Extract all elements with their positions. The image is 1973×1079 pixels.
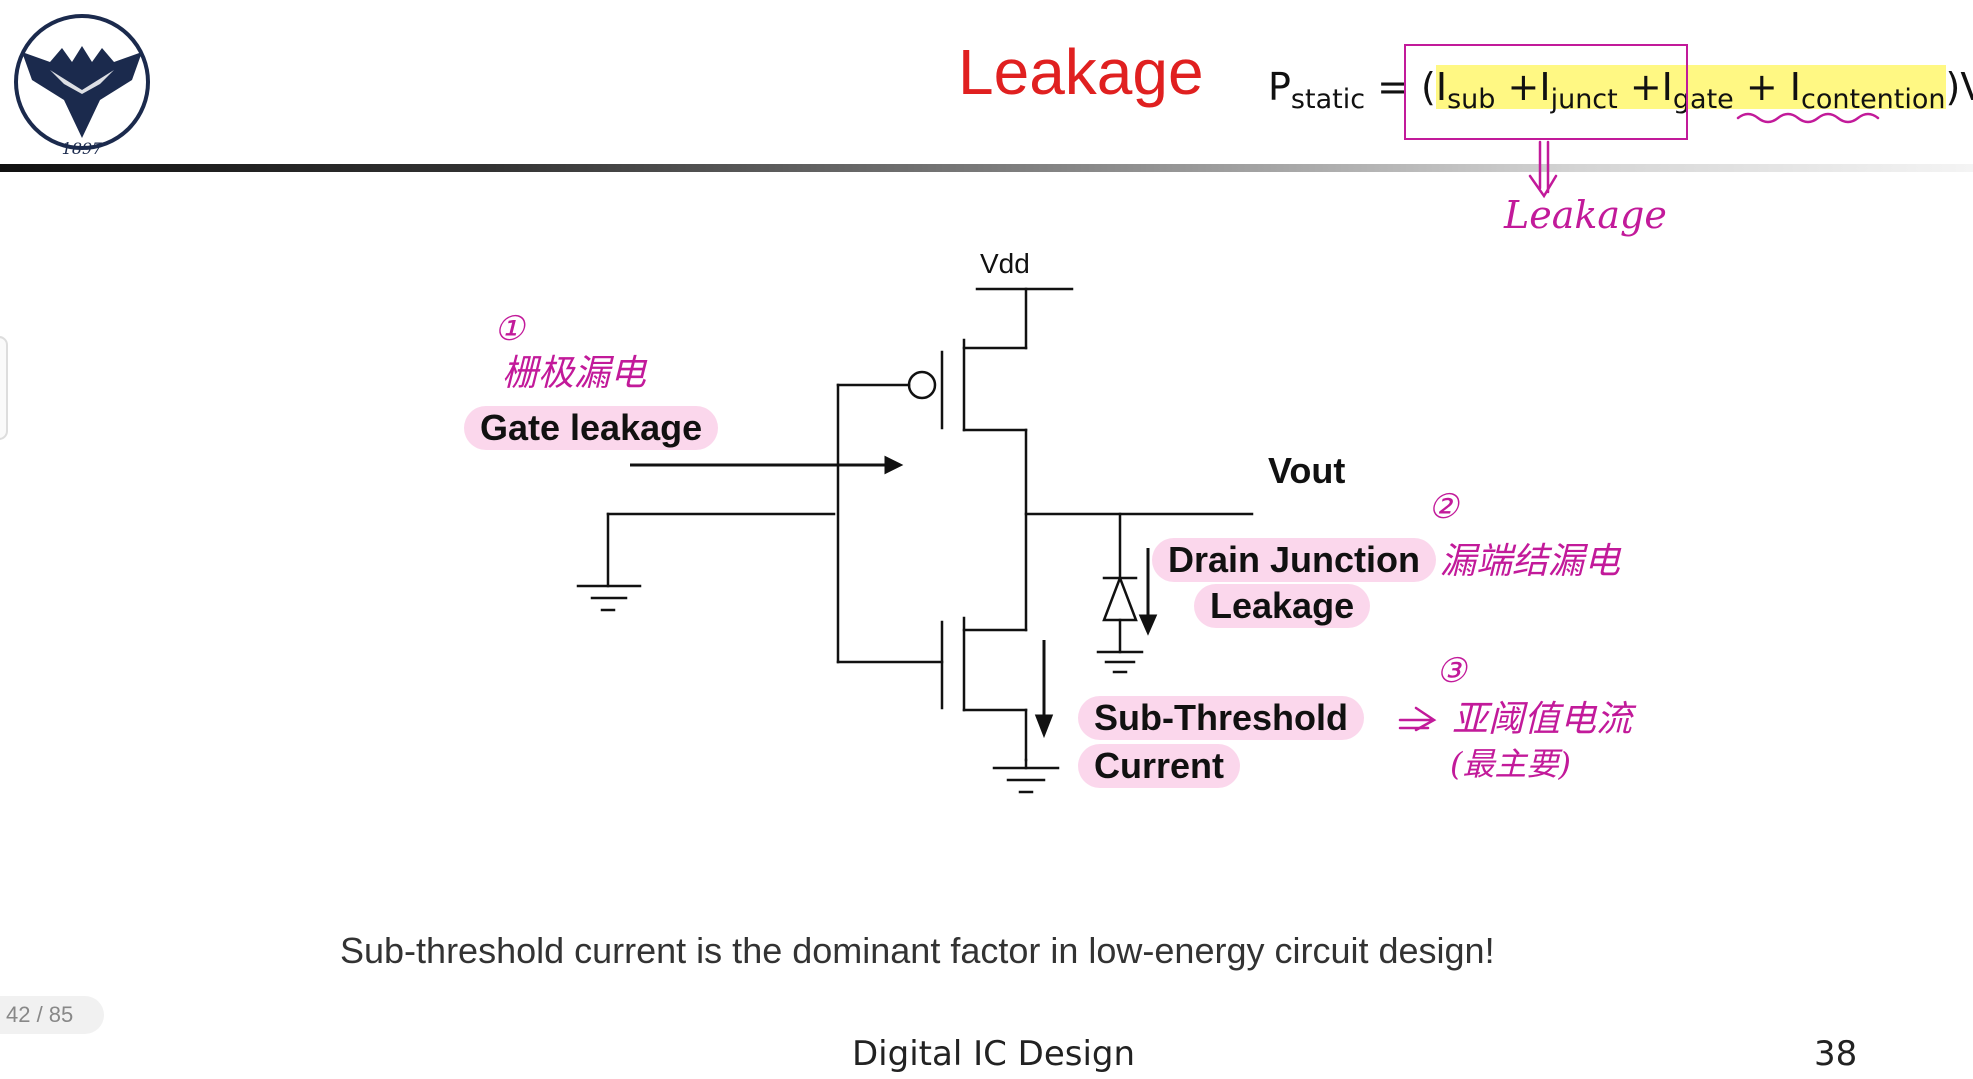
- header-divider: [0, 164, 1973, 172]
- leakage-terms-box: [1404, 44, 1688, 140]
- subthreshold-line1: Sub-Threshold: [1078, 696, 1364, 740]
- drain-junction-number: ②: [1428, 487, 1459, 527]
- drain-junction-line2: Leakage: [1194, 584, 1371, 628]
- subthreshold-label: Sub-Threshold Current: [1078, 696, 1398, 788]
- slide-number: 38: [1814, 1034, 1858, 1074]
- footer-note: Sub-threshold current is the dominant fa…: [340, 930, 1495, 971]
- course-name: Digital IC Design: [852, 1034, 1136, 1074]
- subthreshold-note: (最主要): [1450, 745, 1571, 783]
- subthreshold-number: ③: [1436, 651, 1467, 691]
- drain-junction-label: Drain Junction Leakage: [1152, 538, 1437, 628]
- subthreshold-line2: Current: [1078, 744, 1241, 788]
- gate-leakage-number: ①: [494, 309, 525, 349]
- static-power-formula: Pstatic = (Isub +Ijunct +Igate + Iconten…: [1268, 65, 1973, 115]
- page-indicator: 42 / 85: [0, 996, 104, 1034]
- diode-triangle: [1102, 574, 1138, 622]
- drain-junction-line1: Drain Junction: [1152, 538, 1437, 582]
- pmos-gate-bubble: [907, 370, 937, 400]
- gate-leakage-label: Gate leakage: [464, 406, 719, 450]
- vout-label: Vout: [1268, 450, 1346, 491]
- subthreshold-ink-arrow: [1398, 706, 1437, 732]
- university-logo: 1897: [10, 10, 155, 160]
- drain-junction-chinese: 漏端结漏电: [1440, 541, 1621, 582]
- subthreshold-chinese: 亚阈值电流: [1452, 699, 1633, 740]
- slide-title: Leakage: [958, 36, 1204, 108]
- formula-annotation: Leakage: [1504, 193, 1667, 237]
- contention-wavy-underline: [1736, 112, 1880, 124]
- gate-leakage-chinese: 栅极漏电: [502, 353, 647, 394]
- vdd-label: Vdd: [980, 248, 1030, 279]
- logo-year: 1897: [62, 139, 104, 158]
